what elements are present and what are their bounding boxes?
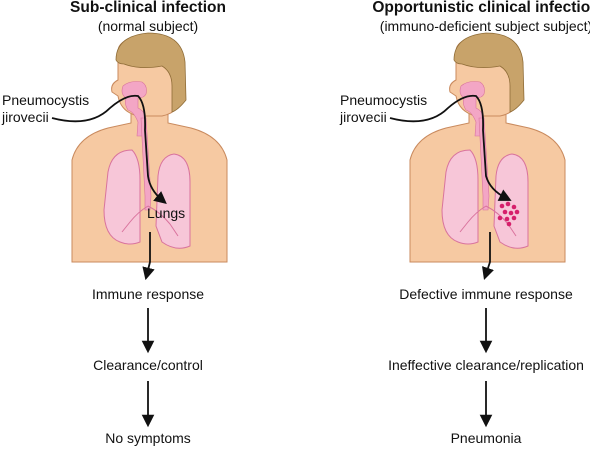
hair [453, 32, 525, 113]
pathogen-dot [497, 215, 503, 221]
bronchi [121, 205, 179, 237]
pathogen-dot [506, 221, 512, 227]
right-step-1: Defective immune response [399, 286, 573, 302]
pathogen-dot [505, 201, 511, 207]
organism-name-line1: Pneumocystis [340, 92, 428, 108]
right-panel-title: Opportunistic clinical infection [372, 0, 590, 16]
organism-name-line2: jirovecii [340, 109, 387, 125]
left-organism-label: Pneumocystis jirovecii [2, 92, 89, 126]
organism-name-line2: jirovecii [2, 109, 49, 125]
lungs-label: Lungs [147, 205, 186, 221]
pathogen-dot [499, 203, 505, 209]
pathogen-dot [514, 209, 520, 215]
hair [115, 32, 187, 113]
immunodeficient-subject-figure [389, 32, 566, 280]
trachea [478, 117, 490, 211]
pathogen-dot [508, 210, 514, 216]
left-step-3: No symptoms [105, 430, 191, 446]
pathogen-dot [504, 216, 510, 222]
left-step-1: Immune response [91, 286, 205, 302]
organism-name-line1: Pneumocystis [2, 92, 90, 108]
right-lung [493, 153, 529, 249]
right-step-3: Pneumonia [450, 430, 522, 446]
left-panel-subtitle: (normal subject) [97, 18, 199, 34]
bronchi [459, 205, 517, 237]
pathogen-cluster [497, 201, 520, 227]
pathogen-dot [511, 204, 517, 210]
pathogen-dot [511, 215, 517, 221]
right-lung [155, 153, 191, 249]
right-panel-subtitle: (immuno-deficient subject subject) [379, 18, 590, 34]
pathogen-dot [502, 209, 508, 215]
arrow-to-immune [142, 232, 155, 281]
left-panel-title: Sub-clinical infection [70, 0, 226, 16]
trachea [140, 117, 152, 211]
normal-subject-figure [51, 32, 228, 281]
organism-path [51, 94, 167, 205]
left-step-2: Clearance/control [93, 357, 203, 373]
organism-path [389, 94, 512, 201]
right-step-2: Ineffective clearance/replication [388, 357, 584, 373]
right-organism-label: Pneumocystis jirovecii [340, 92, 427, 126]
arrow-to-defective [482, 232, 494, 280]
